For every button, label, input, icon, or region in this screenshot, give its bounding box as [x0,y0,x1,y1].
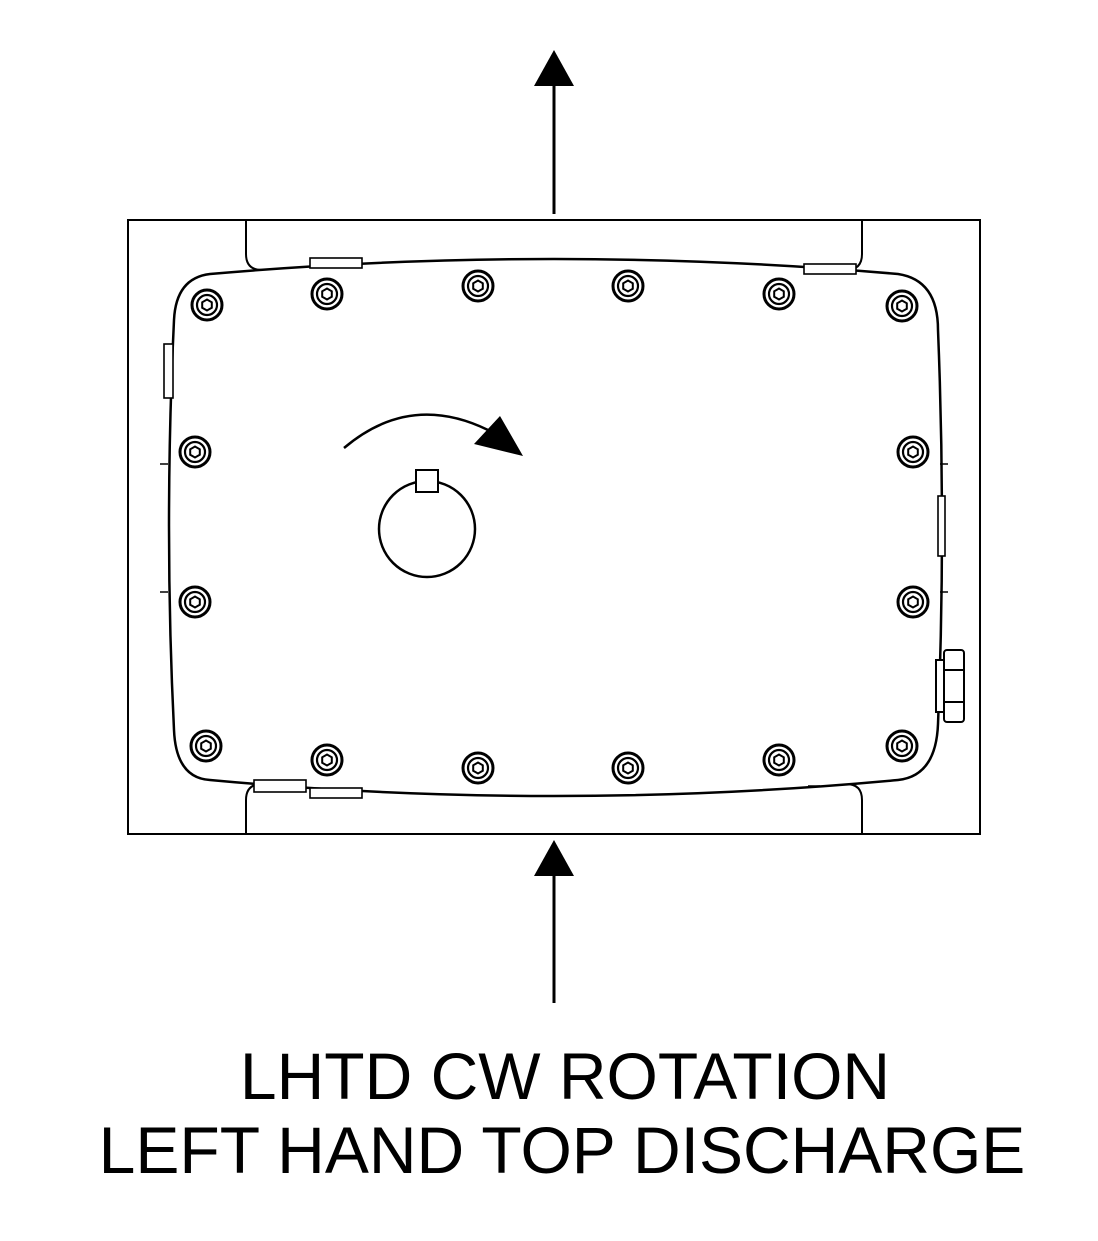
bolt-icon [190,288,224,322]
inlet-arrow-icon [534,840,574,1003]
bolt-icon [896,585,930,619]
bolt-icon [611,751,645,785]
housing-outline [127,219,981,835]
bolt-icon [611,269,645,303]
bolt-icon [310,743,344,777]
bolt-icon [189,729,223,763]
caption-subtitle: LEFT HAND TOP DISCHARGE [98,1113,1026,1187]
bolt-icon [310,277,344,311]
bolt-icon [178,585,212,619]
bolt-icon [178,435,212,469]
bolt-icon [885,729,919,763]
cover-bolts [178,269,930,785]
plug-fitting [935,649,965,723]
bolt-icon [885,289,919,323]
side-ticks [160,463,948,787]
cover-tabs [163,257,946,799]
bolt-icon [896,435,930,469]
bolt-icon [461,751,495,785]
clockwise-arrow-icon [343,413,523,456]
discharge-arrow-icon [534,50,574,214]
bolt-icon [762,277,796,311]
cover-plate [167,257,944,798]
bolt-icon [461,269,495,303]
caption-title: LHTD CW ROTATION [239,1039,891,1113]
bolt-icon [762,743,796,777]
input-shaft [377,469,477,579]
